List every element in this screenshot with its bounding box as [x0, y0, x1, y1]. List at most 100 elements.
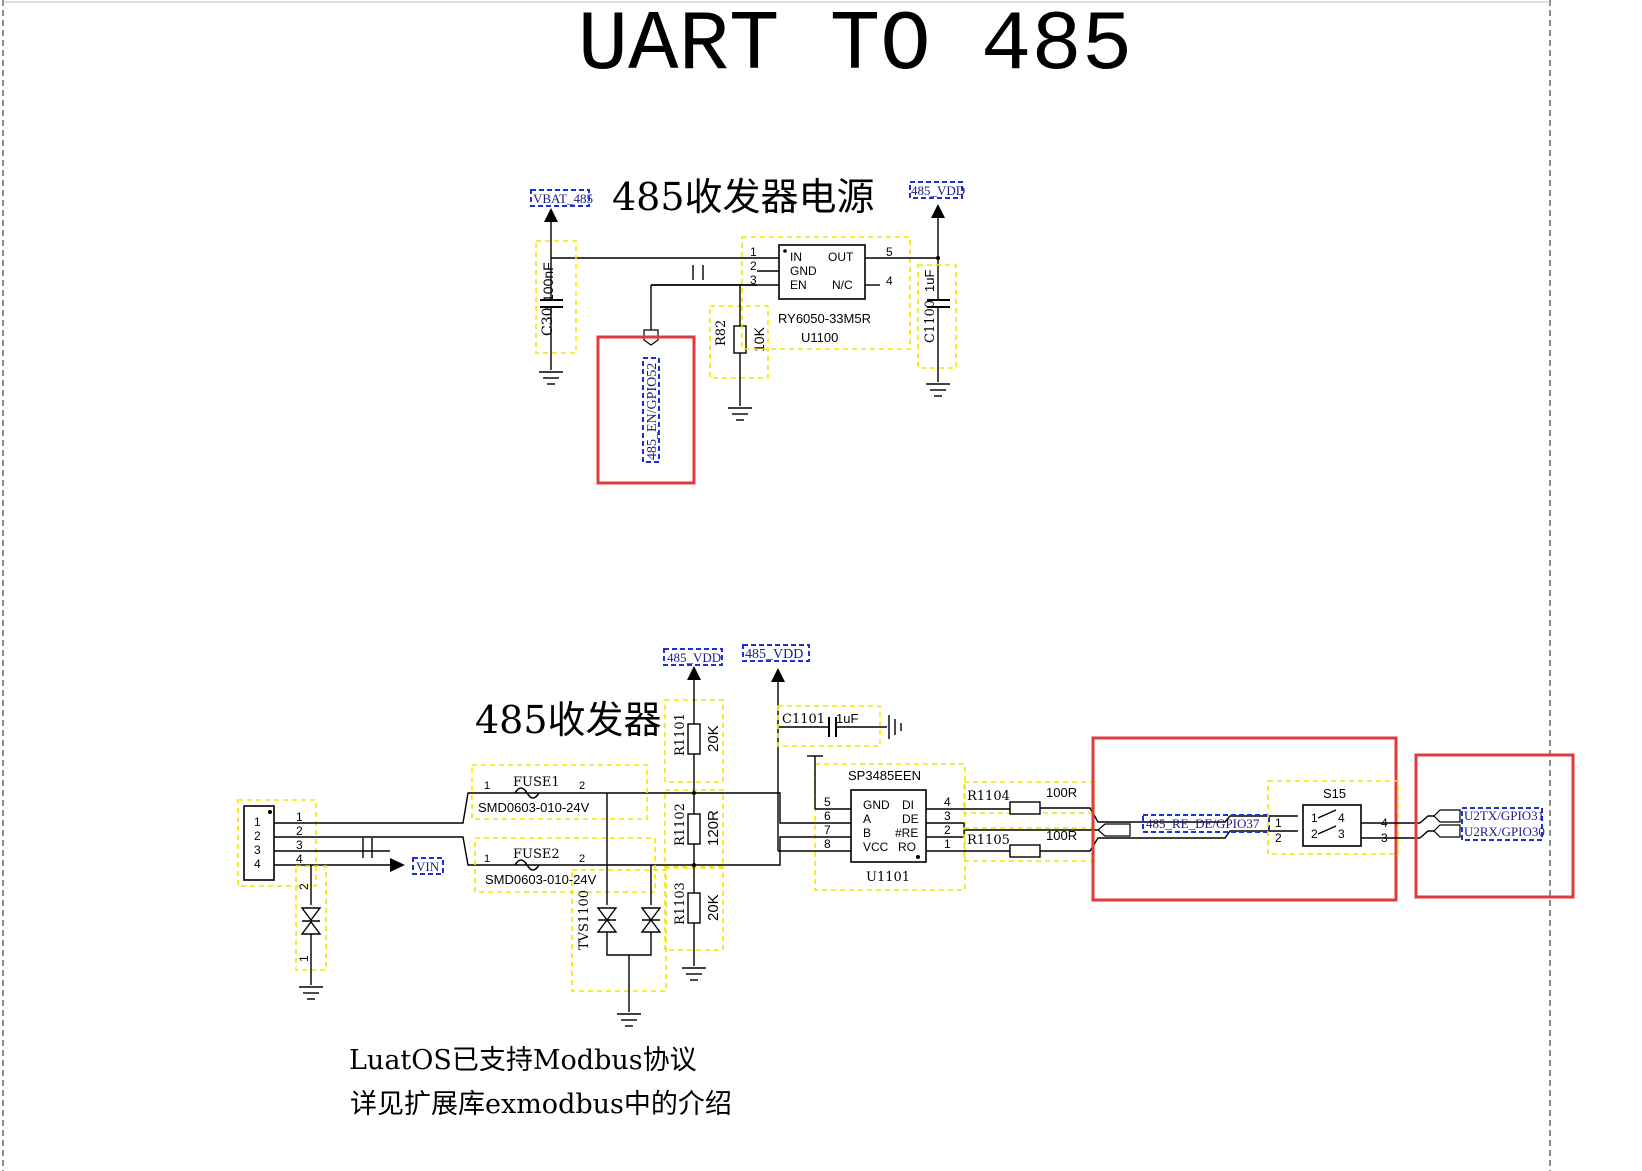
ldo-pin-label: OUT [828, 250, 854, 264]
switch-lever-icon [1317, 809, 1337, 819]
r1102-value: 120R [705, 810, 722, 846]
ground-icon [728, 407, 752, 421]
ldo-pin-label: GND [790, 264, 817, 278]
ic-pin-label: RO [898, 840, 916, 854]
ldo-ref: U1100 [801, 330, 838, 345]
c1100-value: 1uF [922, 270, 937, 292]
tvs-diode-icon [596, 918, 618, 933]
tvs1100-outline [571, 869, 667, 992]
c1101-outline [777, 705, 881, 747]
r1103-value: 20K [705, 894, 722, 921]
ic-pin-label: B [863, 826, 871, 840]
junction-dot [692, 863, 696, 867]
fuse1-icon [514, 787, 540, 799]
connector-pin: 1 [254, 815, 261, 829]
tvs-pin: 2 [297, 883, 311, 890]
fuse1-outline [471, 764, 648, 820]
fuse1-pin: 1 [484, 780, 490, 792]
note-line-1: LuatOS已支持Modbus协议 [349, 1045, 697, 1076]
r1104-ref: R1104 [967, 789, 1010, 804]
wire [606, 932, 652, 956]
ic-pin-num: 7 [824, 823, 831, 837]
ic-pin-label: A [863, 812, 871, 826]
r1102-body [687, 813, 701, 845]
ground-icon [299, 986, 323, 1000]
vin-arrow-icon [390, 858, 405, 872]
r82-ref: R82 [714, 320, 729, 346]
s15-pin: 1 [1311, 811, 1318, 825]
fuse2-pin: 1 [484, 853, 490, 865]
connector-pin: 1 [296, 810, 303, 824]
tvs1100-ref: TVS1100 [577, 890, 592, 950]
connector-pin: 4 [254, 857, 261, 871]
ic-ref: U1101 [866, 870, 910, 885]
ic-pin-label: DE [902, 812, 919, 826]
ldo-part: RY6050-33M5R [778, 311, 871, 326]
fuse2-icon [514, 859, 540, 871]
wire [1040, 830, 1298, 852]
s15-pin: 1 [1275, 816, 1282, 830]
connector-pin: 3 [296, 838, 303, 852]
highlight-en [596, 335, 696, 485]
u2rx-port-icon [1433, 824, 1461, 838]
ldo-outline [741, 236, 911, 350]
vdd-net-label-a: 485_VDD [667, 650, 721, 665]
r1105-body [1009, 844, 1041, 858]
tvs-diode-icon [640, 918, 662, 933]
vdd-net-box [909, 181, 963, 199]
r1105-ref: R1105 [967, 833, 1010, 848]
ic-pin-num: 2 [944, 823, 951, 837]
ic-pin-num: 1 [944, 837, 951, 851]
wire-b [274, 836, 810, 866]
vbat-net-label: VBAT_485 [533, 191, 593, 206]
s15-ref: S15 [1323, 786, 1346, 801]
vdd-net-box-a [663, 648, 723, 666]
pin1-dot [916, 855, 920, 859]
ic-pin-num: 4 [944, 795, 951, 809]
vin-net-box [412, 857, 444, 875]
s15-pin: 2 [1275, 831, 1282, 845]
highlight-uart [1414, 753, 1575, 899]
ldo-pin-num: 1 [750, 245, 757, 259]
r1104-body [1009, 801, 1041, 815]
fuse2-part: SMD0603-010-24V [485, 872, 597, 887]
ground-icon [926, 383, 950, 397]
vin-net-label: VIN [416, 859, 440, 874]
fuse1-part: SMD0603-010-24V [478, 800, 590, 815]
r1101-body [687, 723, 701, 755]
pin1-dot [783, 249, 787, 253]
tvs-diode-icon [596, 907, 618, 922]
junction-dot [936, 256, 940, 260]
s15-pin: 2 [1311, 827, 1318, 841]
r1104-value: 100R [1046, 785, 1077, 800]
ic-pin-label: VCC [863, 840, 889, 854]
ldo-pin-num: 2 [750, 259, 757, 273]
ic-outline [814, 763, 966, 891]
xcvr-section-heading: 485收发器 [475, 698, 662, 742]
ldo-pin-num: 3 [750, 273, 757, 287]
ground-icon [617, 1013, 641, 1027]
ic-body [850, 789, 927, 863]
vbat-arrow-icon [544, 208, 558, 222]
ic-pin-label: GND [863, 798, 890, 812]
fuse2-pin: 2 [579, 853, 585, 865]
c1100-outline [917, 264, 957, 369]
r1102-ref: R1102 [673, 803, 688, 846]
vdd-arrow-icon [687, 666, 701, 680]
highlight-re-de [1091, 736, 1398, 902]
ic-pin-label: #RE [895, 826, 918, 840]
connector-pin: 3 [254, 843, 261, 857]
ic-pin-num: 3 [944, 809, 951, 823]
uart-net-box [1461, 807, 1543, 841]
vdd-arrow-icon [931, 204, 945, 218]
fuse1-ref: FUSE1 [513, 775, 560, 790]
vdd-net-label-b: 485_VDD [745, 647, 803, 662]
ground-icon [682, 967, 706, 981]
ic-pin-num: 8 [824, 837, 831, 851]
tvs-diode-icon [300, 907, 322, 922]
wire-a [274, 792, 810, 824]
ground-icon [888, 715, 902, 739]
note-line-2: 详见扩展库exmodbus中的介绍 [350, 1089, 732, 1120]
ldo-pin-num: 5 [886, 245, 893, 259]
